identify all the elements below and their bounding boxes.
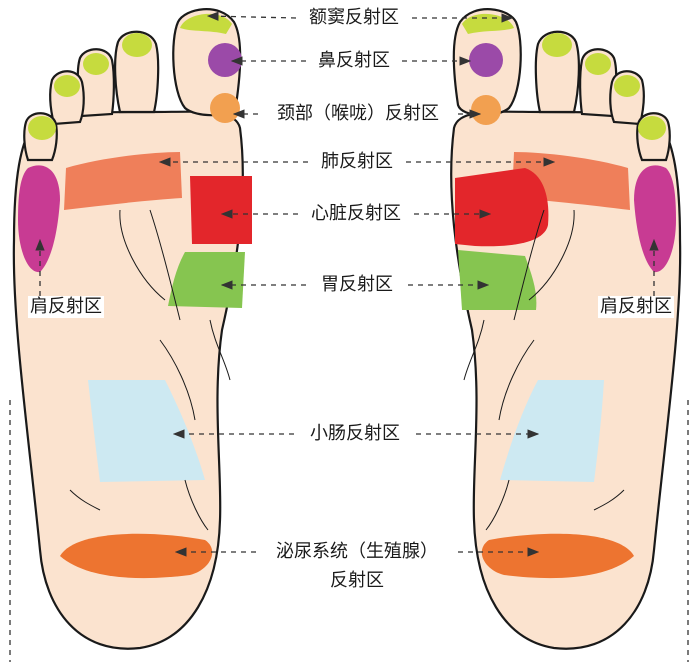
right-heart-zone bbox=[455, 168, 548, 246]
right-frontal-sinus-toe2 bbox=[542, 33, 572, 57]
left-heart-zone bbox=[190, 176, 252, 244]
left-frontal-sinus-toe2 bbox=[122, 33, 152, 57]
right-frontal-sinus-toe4 bbox=[614, 75, 640, 97]
label-neck: 颈部（喉咙）反射区 bbox=[275, 103, 441, 125]
left-frontal-sinus-toe4 bbox=[54, 75, 80, 97]
right-foot bbox=[451, 9, 680, 649]
label-heart: 心脏反射区 bbox=[309, 203, 403, 225]
left-foot bbox=[14, 9, 252, 649]
label-shoulder-right: 肩反射区 bbox=[598, 296, 674, 318]
label-frontal-sinus: 额窦反射区 bbox=[307, 7, 401, 29]
right-nose-zone bbox=[469, 43, 503, 77]
left-frontal-sinus-toe5 bbox=[28, 116, 56, 140]
left-nose-zone bbox=[208, 43, 242, 77]
left-frontal-sinus-toe3 bbox=[83, 53, 109, 75]
label-shoulder-left: 肩反射区 bbox=[28, 296, 104, 318]
right-neck-zone bbox=[471, 95, 501, 125]
label-urinary-line1: 泌尿系统（生殖腺） bbox=[274, 541, 440, 563]
label-small-intestine: 小肠反射区 bbox=[308, 423, 402, 445]
label-urinary-line2: 反射区 bbox=[328, 570, 386, 592]
label-stomach: 胃反射区 bbox=[319, 274, 395, 296]
right-frontal-sinus-toe5 bbox=[638, 116, 666, 140]
left-neck-zone bbox=[210, 93, 240, 123]
label-lung: 肺反射区 bbox=[319, 151, 395, 173]
label-nose: 鼻反射区 bbox=[316, 50, 392, 72]
right-frontal-sinus-toe3 bbox=[585, 53, 611, 75]
